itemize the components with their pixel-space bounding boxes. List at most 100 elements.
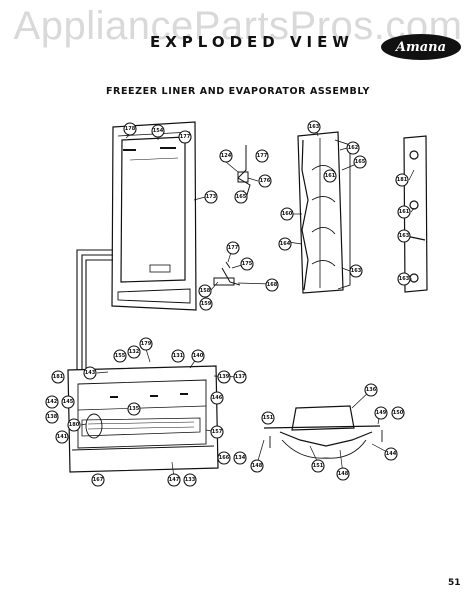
svg-text:157: 157	[212, 429, 223, 435]
svg-text:163: 163	[399, 233, 410, 239]
callout-c47: 136	[364, 383, 378, 397]
svg-text:154: 154	[153, 128, 164, 134]
svg-text:151: 151	[313, 463, 324, 469]
svg-text:137: 137	[235, 374, 246, 380]
callout-c20: 177	[226, 241, 240, 255]
callout-c40: 157	[210, 425, 224, 439]
callout-c17: 164	[278, 237, 292, 251]
svg-text:163: 163	[351, 268, 362, 274]
svg-text:175: 175	[242, 261, 253, 267]
svg-text:155: 155	[115, 353, 126, 359]
callout-c35: 145	[61, 395, 75, 409]
callout-c32: 181	[51, 370, 65, 384]
callout-c44: 147	[167, 473, 181, 487]
svg-text:158: 158	[200, 288, 211, 294]
callout-c31: 137	[233, 370, 247, 384]
callout-c37: 141	[55, 430, 69, 444]
svg-text:138: 138	[47, 414, 58, 420]
callout-c43: 167	[91, 473, 105, 487]
svg-text:168: 168	[267, 282, 278, 288]
svg-text:177: 177	[257, 153, 268, 159]
svg-text:164: 164	[280, 241, 291, 247]
svg-text:163: 163	[399, 276, 410, 282]
callout-c5: 124	[219, 149, 233, 163]
callout-c15: 161	[397, 205, 411, 219]
svg-text:132: 132	[129, 349, 140, 355]
svg-text:176: 176	[260, 178, 271, 184]
svg-text:179: 179	[141, 341, 152, 347]
svg-text:148: 148	[338, 471, 349, 477]
callout-c30: 139	[217, 370, 231, 384]
svg-text:178: 178	[125, 126, 136, 132]
svg-text:148: 148	[252, 463, 263, 469]
page-title: EXPLODED VIEW	[150, 33, 354, 51]
callout-c3: 177	[178, 130, 192, 144]
svg-text:145: 145	[63, 399, 74, 405]
callout-c25: 179	[139, 337, 153, 351]
freezer-compartment	[67, 365, 219, 473]
callout-c36: 138	[45, 410, 59, 424]
svg-text:173: 173	[206, 194, 217, 200]
callout-c14: 160	[280, 207, 294, 221]
evaporator-front	[297, 131, 351, 294]
svg-text:165: 165	[355, 159, 366, 165]
svg-text:136: 136	[366, 387, 377, 393]
callout-c9: 163	[307, 120, 321, 134]
svg-text:124: 124	[221, 153, 232, 159]
svg-text:140: 140	[193, 353, 204, 359]
callout-c34: 142	[45, 395, 59, 409]
drain-assembly	[263, 405, 383, 459]
svg-text:151: 151	[263, 415, 274, 421]
callout-c51: 148	[250, 459, 264, 473]
callout-c42: 134	[233, 451, 247, 465]
callout-c50: 150	[391, 406, 405, 420]
callout-c22: 158	[198, 284, 212, 298]
callout-c45: 133	[183, 473, 197, 487]
callout-c27: 132	[127, 345, 141, 359]
callout-c46: 135	[127, 402, 141, 416]
callout-c26: 155	[113, 349, 127, 363]
callout-c12: 161	[323, 169, 337, 183]
callout-c38: 180	[67, 418, 81, 432]
page-number: 51	[448, 578, 461, 588]
svg-text:147: 147	[169, 477, 180, 483]
callout-c29: 140	[191, 349, 205, 363]
brand-logo: Amana	[381, 34, 461, 60]
svg-text:146: 146	[212, 395, 223, 401]
callout-c39: 146	[210, 391, 224, 405]
svg-text:Amana: Amana	[394, 40, 446, 55]
callout-c4: 173	[204, 190, 218, 204]
callout-c7: 176	[258, 174, 272, 188]
callout-c52: 144	[384, 447, 398, 461]
svg-text:161: 161	[325, 173, 336, 179]
callout-c21: 175	[240, 257, 254, 271]
svg-text:150: 150	[393, 410, 404, 416]
callout-c48: 151	[261, 411, 275, 425]
callout-c10: 162	[346, 141, 360, 155]
callout-c23: 168	[265, 278, 279, 292]
callout-c1: 178	[123, 122, 137, 136]
svg-text:144: 144	[386, 451, 397, 457]
svg-text:133: 133	[185, 477, 196, 483]
svg-text:139: 139	[219, 374, 230, 380]
svg-text:149: 149	[376, 410, 387, 416]
svg-text:177: 177	[228, 245, 239, 251]
callout-c24: 159	[199, 297, 213, 311]
tubing	[76, 249, 113, 370]
svg-text:166: 166	[219, 455, 230, 461]
svg-text:165: 165	[236, 194, 247, 200]
svg-text:180: 180	[69, 422, 80, 428]
svg-text:131: 131	[173, 353, 184, 359]
svg-text:181: 181	[53, 374, 64, 380]
svg-text:159: 159	[201, 301, 212, 307]
svg-text:143: 143	[85, 370, 96, 376]
svg-text:141: 141	[57, 434, 68, 440]
thermostat-assembly	[213, 145, 251, 286]
callout-c33: 143	[83, 366, 97, 380]
svg-text:135: 135	[129, 406, 140, 412]
section-title: FREEZER LINER AND EVAPORATOR ASSEMBLY	[105, 86, 371, 97]
svg-text:134: 134	[235, 455, 246, 461]
svg-text:160: 160	[282, 211, 293, 217]
